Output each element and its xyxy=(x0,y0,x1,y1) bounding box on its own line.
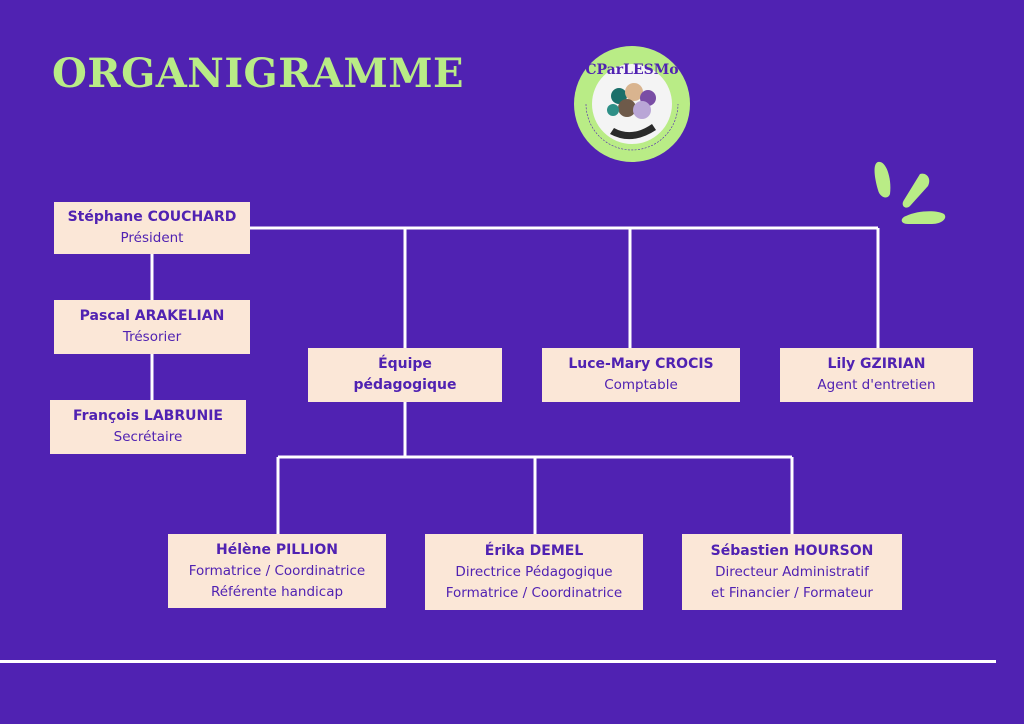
node-role-line2: Référente handicap xyxy=(210,583,344,600)
node-name: Lily GZIRIAN xyxy=(827,356,926,372)
node-name-line2: pédagogique xyxy=(353,377,457,393)
node-role-line1: Directeur Administratif xyxy=(715,563,869,580)
node-name: Sébastien HOURSON xyxy=(710,542,874,559)
node-name-line1: Équipe xyxy=(378,356,432,372)
node-entretien: Lily GZIRIAN Agent d'entretien xyxy=(780,348,973,402)
node-name: Érika DEMEL xyxy=(484,542,584,559)
svg-text:CParLESMo: CParLESMo xyxy=(585,62,678,78)
node-name: Luce-Mary CROCIS xyxy=(568,356,714,372)
node-role-line1: Directrice Pédagogique xyxy=(455,563,613,580)
node-equipe-pedagogique: Équipe pédagogique xyxy=(308,348,502,402)
node-demel: Érika DEMEL Directrice Pédagogique Forma… xyxy=(425,534,643,610)
node-name: Stéphane COUCHARD xyxy=(67,209,237,225)
node-name: Hélène PILLION xyxy=(216,541,338,558)
node-role: Agent d'entretien xyxy=(817,377,936,393)
node-role: Secrétaire xyxy=(113,429,183,445)
node-role-line2: Formatrice / Coordinatrice xyxy=(445,584,623,601)
node-role: Comptable xyxy=(604,377,678,393)
node-president: Stéphane COUCHARD Président xyxy=(54,202,250,254)
node-name: François LABRUNIE xyxy=(73,408,223,424)
node-tresorier: Pascal ARAKELIAN Trésorier xyxy=(54,300,250,354)
bottom-divider xyxy=(0,660,996,663)
node-role-line1: Formatrice / Coordinatrice xyxy=(188,562,366,579)
node-pillion: Hélène PILLION Formatrice / Coordinatric… xyxy=(168,534,386,608)
page-title: ORGANIGRAMME xyxy=(52,50,465,97)
splash-decoration-icon xyxy=(874,161,946,224)
node-role: Président xyxy=(120,230,184,246)
node-comptable: Luce-Mary CROCIS Comptable xyxy=(542,348,740,402)
node-secretaire: François LABRUNIE Secrétaire xyxy=(50,400,246,454)
node-role-line2: et Financier / Formateur xyxy=(711,584,873,601)
node-role: Trésorier xyxy=(122,329,182,345)
node-name: Pascal ARAKELIAN xyxy=(79,308,225,324)
cparlesmo-logo: CParLESMo xyxy=(574,46,690,162)
node-hourson: Sébastien HOURSON Directeur Administrati… xyxy=(682,534,902,610)
